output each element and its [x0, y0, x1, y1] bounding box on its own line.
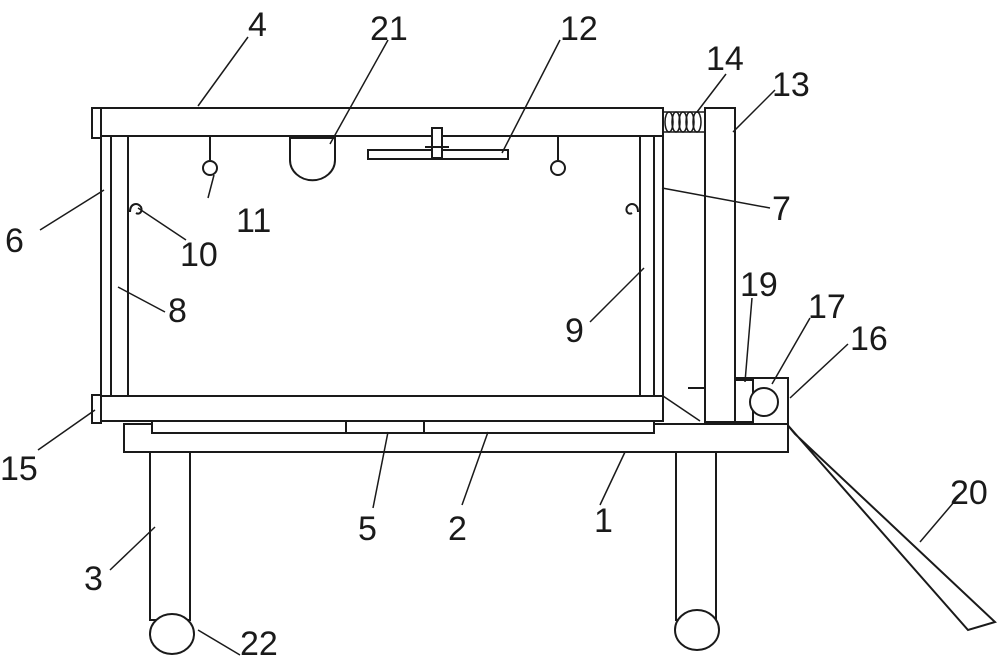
label-8: 8 — [168, 292, 187, 330]
label-7: 7 — [772, 190, 791, 228]
left-door — [101, 136, 111, 396]
label-10: 10 — [180, 236, 218, 274]
drive-wheel — [750, 388, 778, 416]
label-22: 22 — [240, 625, 278, 663]
label-4: 4 — [248, 6, 267, 44]
right-inner-panel — [640, 136, 654, 396]
vertical-post — [705, 108, 735, 422]
label-19: 19 — [740, 266, 778, 304]
label-6: 6 — [5, 222, 24, 260]
left-leg — [150, 452, 194, 654]
right-caster-wheel — [675, 610, 719, 650]
label-1: 1 — [594, 502, 613, 540]
label-2: 2 — [448, 510, 467, 548]
label-5: 5 — [358, 510, 377, 548]
left-caster-wheel — [150, 614, 194, 654]
label-3: 3 — [84, 560, 103, 598]
label-9: 9 — [565, 312, 584, 350]
underside-plate-middle — [346, 421, 424, 433]
left-inner-panel — [111, 136, 128, 396]
bottom-hinge-left — [92, 395, 101, 423]
label-16: 16 — [850, 320, 888, 358]
underside-plate-right — [424, 421, 654, 433]
label-11: 11 — [236, 202, 271, 240]
right-leg — [675, 452, 719, 650]
label-21: 21 — [370, 10, 408, 48]
ceiling-lamp — [290, 138, 335, 180]
underside-plate-left — [152, 421, 346, 433]
top-hinge-left — [92, 108, 101, 138]
label-17: 17 — [808, 288, 846, 326]
spring — [663, 112, 705, 132]
label-14: 14 — [706, 40, 744, 78]
ramp-plate — [785, 422, 995, 630]
right-door — [654, 136, 663, 396]
label-12: 12 — [560, 10, 598, 48]
label-20: 20 — [950, 474, 988, 512]
label-13: 13 — [772, 66, 810, 104]
label-15: 15 — [0, 450, 38, 488]
